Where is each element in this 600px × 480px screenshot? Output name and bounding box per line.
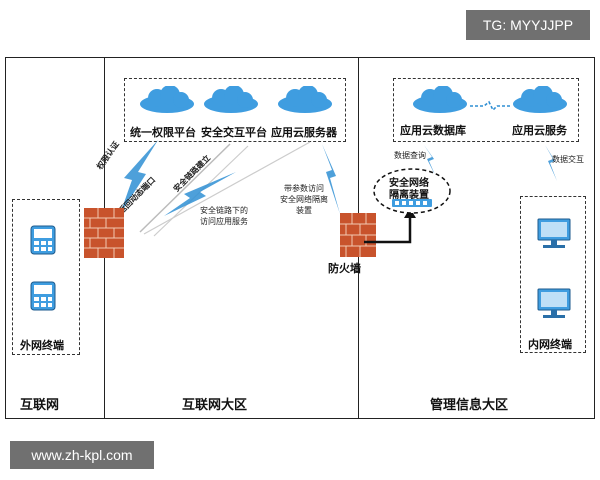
- cloud-icon: [137, 86, 197, 114]
- cloud-label-unified-auth: 统一权限平台: [130, 126, 196, 139]
- watermark-bottom: www.zh-kpl.com: [10, 441, 154, 469]
- tablet-icon: [30, 225, 56, 255]
- cloud-label-app-cloud-service: 应用云服务: [512, 124, 567, 137]
- diagram-frame: [5, 57, 595, 419]
- internal-terminal-label: 内网终端: [528, 338, 572, 351]
- auth-bolt-icon: [108, 138, 168, 218]
- cloud-icon: [410, 86, 470, 114]
- cloud-link-bolt-icon: [470, 100, 512, 112]
- cloud-icon: [510, 86, 570, 114]
- server-link-line: [140, 140, 330, 240]
- zone-label-management-area: 管理信息大区: [430, 398, 509, 413]
- watermark-top: TG: MYYJJPP: [466, 10, 590, 40]
- isolation-device-label: 安全网络 隔离装置: [389, 178, 429, 201]
- firewall-label: 防火墙: [328, 262, 361, 275]
- external-terminal-group: [12, 199, 80, 355]
- link-label-data-query: 数据查询: [394, 151, 426, 160]
- cloud-icon: [201, 86, 261, 114]
- link-label-data-exchange: 数据交互: [552, 155, 584, 164]
- cloud-platform-group: [124, 78, 346, 142]
- zone-label-internet-area: 互联网大区: [182, 398, 248, 413]
- cloud-label-app-cloud-db: 应用云数据库: [400, 124, 466, 137]
- external-terminal-label: 外网终端: [20, 339, 64, 352]
- cloud-data-group: [393, 78, 579, 142]
- link-label-param: 带参数访问 安全网络隔离 装置: [280, 184, 328, 215]
- cloud-label-app-cloud-server: 应用云服务器: [271, 126, 337, 139]
- firewall-icon: [340, 213, 376, 257]
- internal-terminal-group: [520, 196, 586, 353]
- monitor-icon: [537, 218, 571, 250]
- isolation-device: [372, 167, 452, 215]
- tablet-icon: [30, 281, 56, 311]
- cloud-icon: [275, 86, 335, 114]
- access-bolt-icon: [160, 170, 240, 220]
- cloud-label-secure-exchange: 安全交互平台: [201, 126, 267, 139]
- monitor-icon: [537, 288, 571, 320]
- zone-label-internet: 互联网: [20, 398, 60, 413]
- firewall-icon: [84, 208, 124, 258]
- link-label-access: 安全链路下的 访问应用服务: [200, 206, 248, 226]
